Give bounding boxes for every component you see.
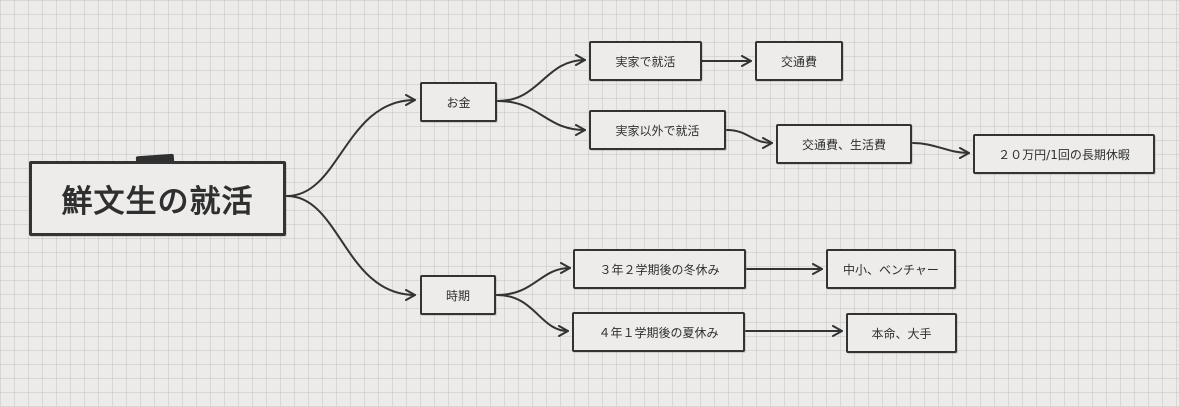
root-topic[interactable]: 鮮文生の就活: [29, 161, 286, 236]
connector-period-summer: [496, 294, 569, 337]
topic-small-venture[interactable]: 中小、ベンチャー: [826, 249, 956, 289]
topic-away-living-cost[interactable]: 交通費、生活費: [776, 124, 912, 164]
connector-root-money: [286, 94, 416, 197]
connector-money-away: [497, 100, 586, 136]
topic-summer-break[interactable]: ４年１学期後の夏休み: [572, 312, 745, 352]
topic-money[interactable]: お金: [420, 82, 497, 122]
topic-winter-break[interactable]: ３年２学期後の冬休み: [573, 249, 746, 289]
topic-first-choice-major[interactable]: 本命、大手: [846, 313, 957, 353]
connector-away-cost: [726, 129, 773, 149]
topic-cost-amount[interactable]: ２０万円/1回の長期休暇: [973, 134, 1155, 174]
topic-home-transport-cost[interactable]: 交通費: [755, 41, 843, 81]
topic-period[interactable]: 時期: [420, 275, 496, 315]
connector-root-period: [286, 195, 416, 301]
connector-period-winter: [496, 262, 571, 296]
connector-cost-amount: [912, 142, 970, 159]
connector-money-home: [497, 54, 586, 102]
topic-job-hunting-at-home[interactable]: 実家で就活: [589, 41, 702, 81]
topic-job-hunting-away[interactable]: 実家以外で就活: [589, 110, 726, 150]
